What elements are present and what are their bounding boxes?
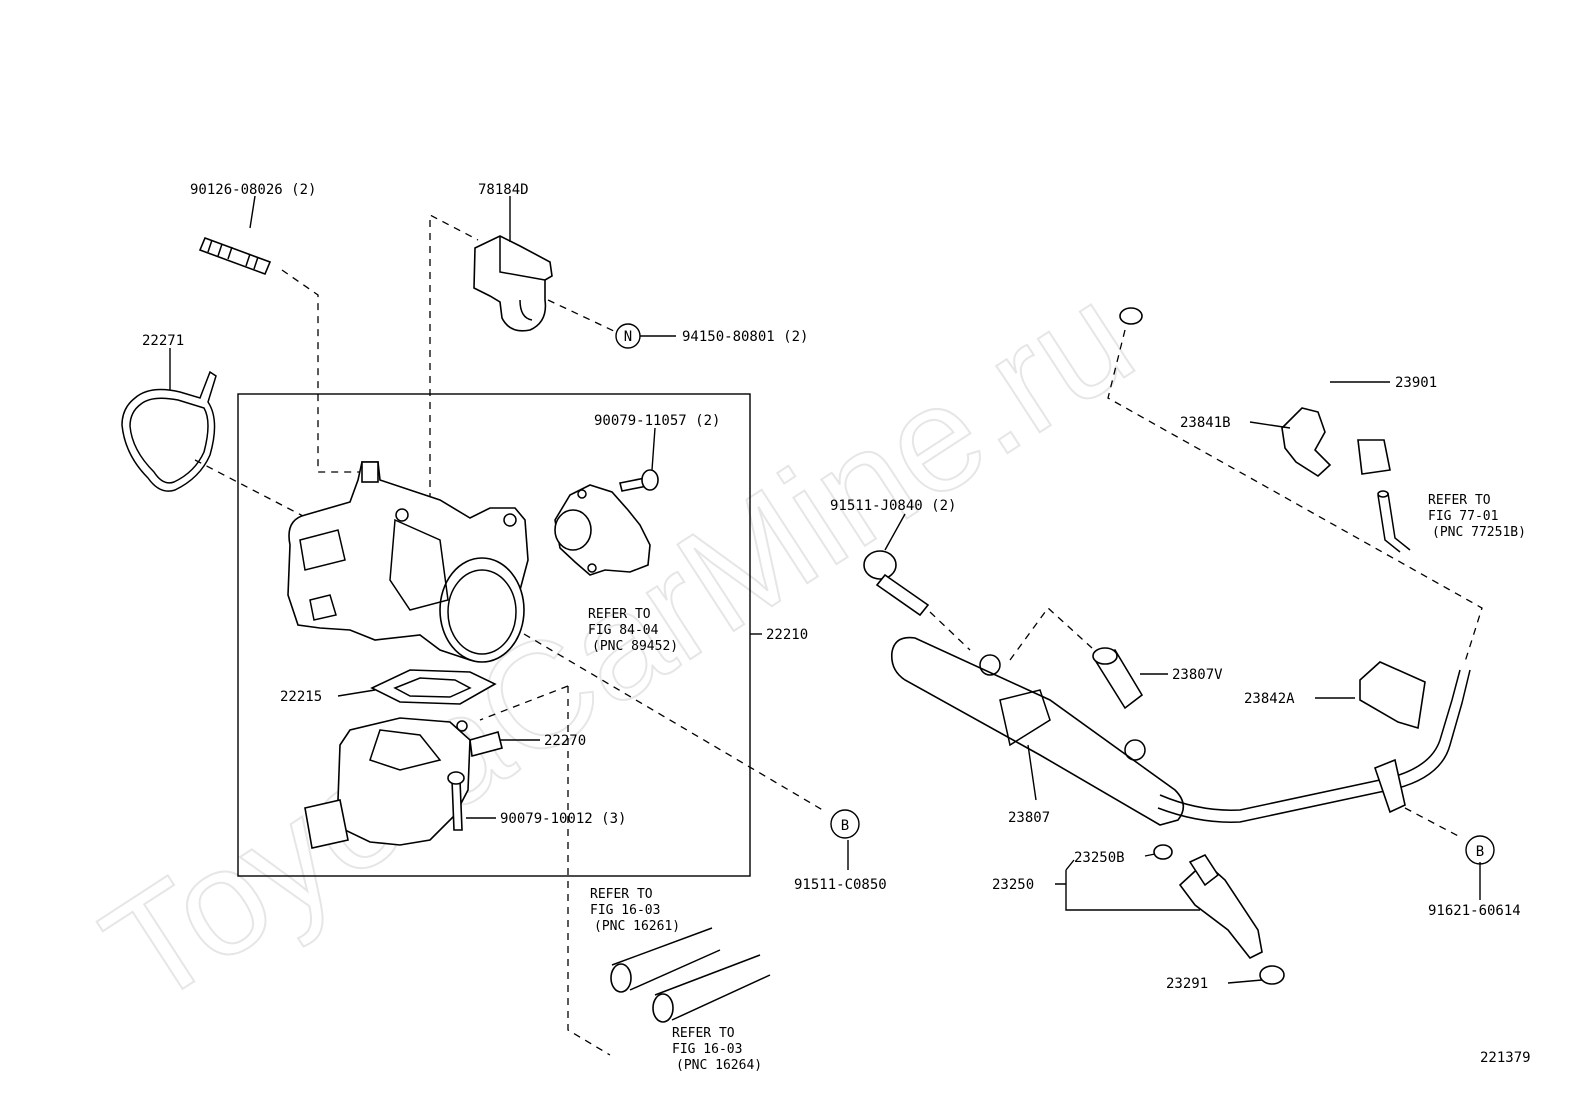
- figure-number: 221379: [1480, 1050, 1531, 1066]
- label-91511-J0840: 91511-J0840 (2): [830, 498, 956, 514]
- throttle-body: [287, 461, 529, 663]
- refer-sensor: REFER TO FIG 84-04 (PNC 89452): [588, 607, 678, 654]
- fuel-hose: [1098, 173, 1391, 475]
- fuel-tube-upper: [1377, 490, 1411, 553]
- refer-water-1: REFER TO FIG 16-03 (PNC 16261): [590, 887, 680, 934]
- marker-b-left: B: [830, 809, 860, 839]
- label-91511-C0850: 91511-C0850: [794, 877, 887, 893]
- label-91621-60614: 91621-60614: [1428, 903, 1521, 919]
- label-23291: 23291: [1166, 976, 1208, 992]
- fuel-pipe: [1157, 669, 1471, 823]
- label-22271: 22271: [142, 333, 184, 349]
- svg-text:FIG 77-01: FIG 77-01: [1428, 509, 1498, 524]
- svg-text:B: B: [1476, 844, 1484, 860]
- small-gasket: [370, 669, 497, 705]
- label-22210: 22210: [766, 627, 808, 643]
- svg-text:(PNC 77251B): (PNC 77251B): [1432, 525, 1526, 540]
- label-22215: 22215: [280, 689, 322, 705]
- idle-screw: [447, 771, 465, 831]
- water-hoses: [610, 927, 771, 1023]
- leader-lines: [169, 195, 1481, 984]
- label-94150-80801: 94150-80801 (2): [682, 329, 808, 345]
- svg-text:(PNC 16264): (PNC 16264): [676, 1058, 762, 1073]
- label-78184D: 78184D: [478, 182, 529, 198]
- marker-b-right: B: [1465, 835, 1495, 865]
- tube-clamp: [1359, 661, 1426, 730]
- svg-text:REFER TO: REFER TO: [590, 887, 653, 902]
- throttle-body-frame: [237, 393, 751, 877]
- svg-text:(PNC 89452): (PNC 89452): [592, 639, 678, 654]
- fuel-delivery-rail: [890, 636, 1185, 826]
- label-90079-10012: 90079-10012 (3): [500, 811, 626, 827]
- marker-n: N: [615, 323, 641, 349]
- svg-text:REFER TO: REFER TO: [672, 1026, 735, 1041]
- label-22270: 22270: [544, 733, 586, 749]
- svg-text:N: N: [624, 329, 632, 345]
- label-23841B: 23841B: [1180, 415, 1231, 431]
- svg-text:REFER TO: REFER TO: [1428, 493, 1491, 508]
- svg-text:FIG 16-03: FIG 16-03: [590, 903, 660, 918]
- stud-bolt: [198, 236, 272, 276]
- fuel-injector: [1153, 844, 1285, 985]
- label-23250: 23250: [992, 877, 1034, 893]
- idle-control-valve: [304, 717, 503, 849]
- label-23807V: 23807V: [1172, 667, 1223, 683]
- svg-text:(PNC 16261): (PNC 16261): [594, 919, 680, 934]
- label-23842A: 23842A: [1244, 691, 1295, 707]
- rail-bolt: [863, 550, 930, 617]
- bracket-clip: [473, 235, 553, 332]
- svg-text:FIG 84-04: FIG 84-04: [588, 623, 659, 638]
- refer-hose: REFER TO FIG 77-01 (PNC 77251B): [1428, 493, 1526, 540]
- dashed-leaders: [194, 213, 1483, 1056]
- sensor-screw: [619, 469, 659, 492]
- svg-text:B: B: [841, 818, 849, 834]
- label-23250B: 23250B: [1074, 850, 1125, 866]
- label-23807: 23807: [1008, 810, 1050, 826]
- svg-text:FIG 16-03: FIG 16-03: [672, 1042, 742, 1057]
- refer-water-2: REFER TO FIG 16-03 (PNC 16264): [672, 1026, 762, 1073]
- svg-text:REFER TO: REFER TO: [588, 607, 651, 622]
- throttle-position-sensor: [554, 484, 651, 576]
- pressure-damper: [1092, 647, 1144, 710]
- part-labels: 90126-08026 (2) 78184D 94150-80801 (2) 2…: [142, 182, 1531, 1066]
- intake-gasket: [121, 370, 217, 492]
- hose-clamp: [1281, 407, 1332, 478]
- label-90079-11057: 90079-11057 (2): [594, 413, 720, 429]
- label-90126-08026: 90126-08026 (2): [190, 182, 316, 198]
- label-23901: 23901: [1395, 375, 1437, 391]
